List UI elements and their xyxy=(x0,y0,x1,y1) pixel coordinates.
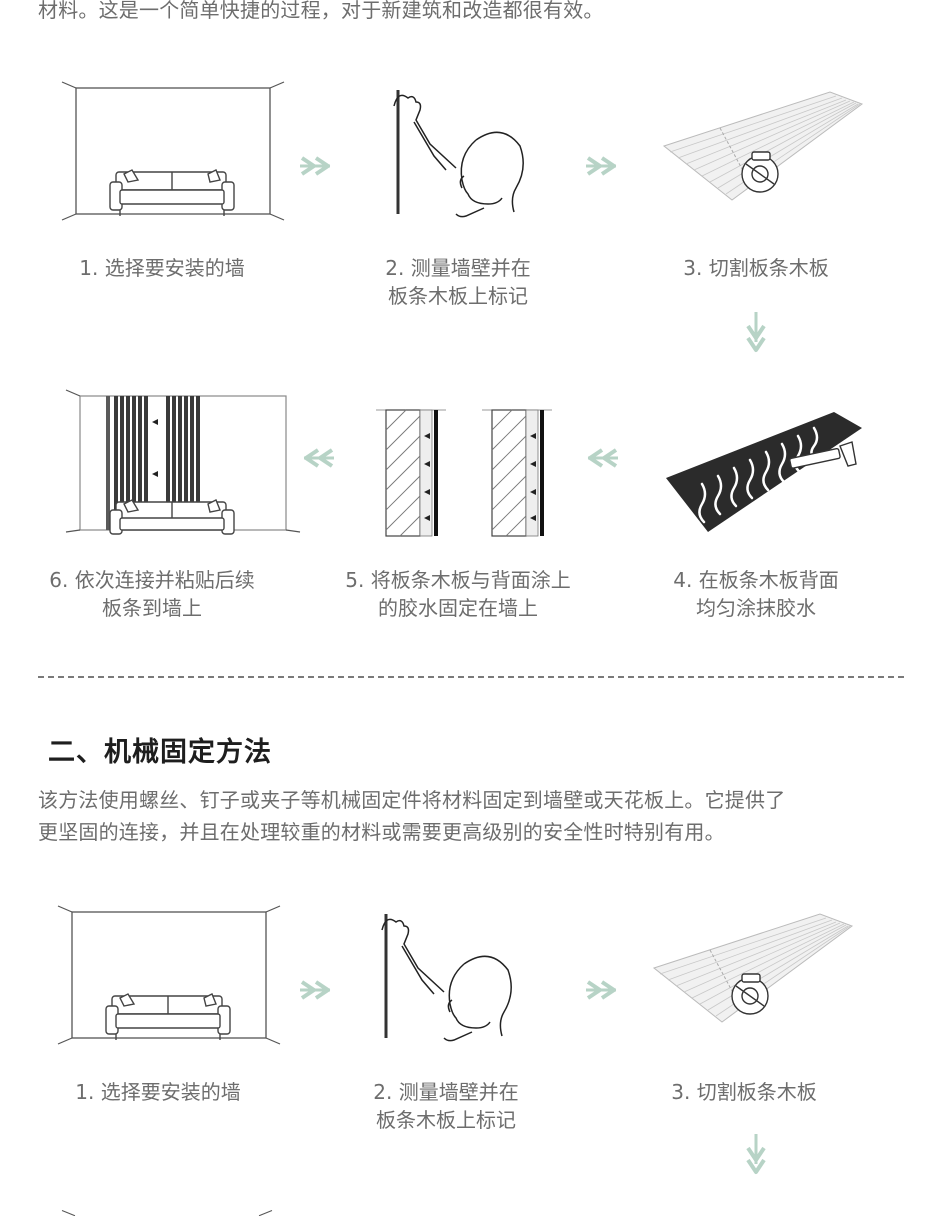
double-arrow-icon xyxy=(586,446,620,470)
step-caption-line: 3. 切割板条木板 xyxy=(683,256,829,280)
step-caption: 1. 选择要安装的墙 xyxy=(32,254,292,282)
step-caption-line: 6. 依次连接并粘贴后续 xyxy=(49,568,255,592)
step-caption-line: 2. 测量墙壁并在 xyxy=(385,256,531,280)
down-arrow-icon xyxy=(744,310,768,352)
step-caption: 2. 测量墙壁并在 板条木板上标记 xyxy=(328,254,588,310)
double-arrow-icon xyxy=(302,446,336,470)
step-caption-line: 2. 测量墙壁并在 xyxy=(373,1080,519,1104)
step-caption: 4. 在板条木板背面 均匀涂抹胶水 xyxy=(626,566,886,622)
step-caption-line: 4. 在板条木板背面 xyxy=(673,568,839,592)
measure-hand-icon xyxy=(368,908,528,1048)
step-caption: 3. 切割板条木板 xyxy=(614,1078,874,1106)
section-title: 二、机械固定方法 xyxy=(48,737,272,768)
intro-paragraph-tail: 材料。这是一个简单快捷的过程，对于新建筑和改造都很有效。 xyxy=(38,0,604,22)
saw-board-icon xyxy=(650,890,860,1040)
wall-section-icon xyxy=(375,406,447,540)
double-arrow-icon xyxy=(298,154,332,178)
step-caption: 6. 依次连接并粘贴后续 板条到墙上 xyxy=(22,566,282,622)
step-caption-line: 的胶水固定在墙上 xyxy=(378,596,538,620)
step-caption: 5. 将板条木板与背面涂上 的胶水固定在墙上 xyxy=(328,566,588,622)
double-arrow-icon xyxy=(298,978,332,1002)
slat-wall-icon xyxy=(65,389,302,540)
glue-board-icon xyxy=(662,384,868,536)
double-arrow-icon xyxy=(584,978,618,1002)
step-caption-line: 均匀涂抹胶水 xyxy=(696,596,816,620)
wall-section-icon xyxy=(481,406,553,540)
down-arrow-icon xyxy=(744,1132,768,1174)
step-caption: 3. 切割板条木板 xyxy=(626,254,886,282)
section-description: 该方法使用螺丝、钉子或夹子等机械固定件将材料固定到墙壁或天花板上。它提供了 更坚… xyxy=(38,784,908,848)
room-corner-line xyxy=(258,1210,273,1216)
description-line: 该方法使用螺丝、钉子或夹子等机械固定件将材料固定到墙壁或天花板上。它提供了 xyxy=(38,788,786,812)
step-caption-line: 板条木板上标记 xyxy=(376,1108,516,1132)
description-line: 更坚固的连接，并且在处理较重的材料或需要更高级别的安全性时特别有用。 xyxy=(38,820,725,844)
step-caption-line: 1. 选择要安装的墙 xyxy=(79,256,245,280)
room-sofa-icon xyxy=(61,81,285,222)
room-corner-line xyxy=(61,1210,76,1216)
step-caption: 1. 选择要安装的墙 xyxy=(28,1078,288,1106)
step-caption: 2. 测量墙壁并在 板条木板上标记 xyxy=(316,1078,576,1134)
room-sofa-icon xyxy=(57,905,281,1046)
saw-board-icon xyxy=(660,68,870,218)
step-caption-line: 板条木板上标记 xyxy=(388,284,528,308)
section-divider xyxy=(38,676,904,678)
step-caption-line: 板条到墙上 xyxy=(102,596,202,620)
step-caption-line: 3. 切割板条木板 xyxy=(671,1080,817,1104)
step-caption-line: 5. 将板条木板与背面涂上 xyxy=(345,568,571,592)
step-caption-line: 1. 选择要安装的墙 xyxy=(75,1080,241,1104)
measure-hand-icon xyxy=(380,84,540,224)
double-arrow-icon xyxy=(584,154,618,178)
